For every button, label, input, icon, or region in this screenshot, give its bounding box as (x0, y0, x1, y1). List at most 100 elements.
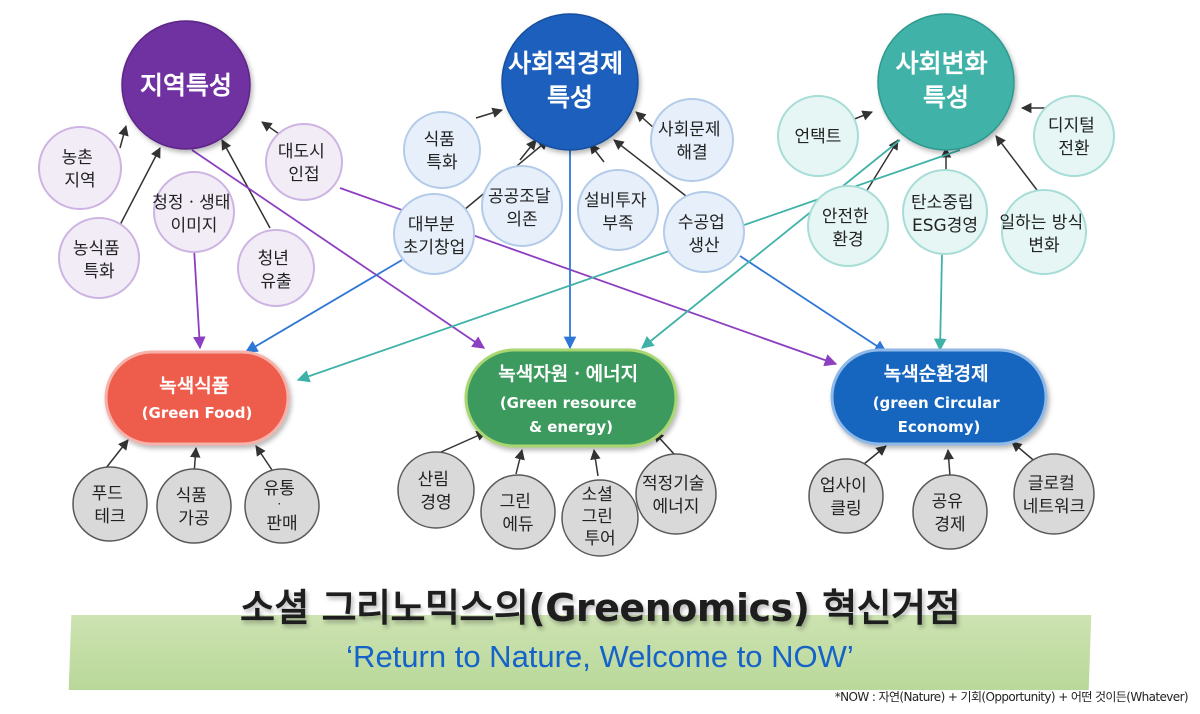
node-youth-outflow-line-2: 유출 (260, 272, 291, 292)
node-facility-investment: 설비투자 부족 (577, 169, 659, 251)
node-social-problem: 사회문제 해결 (650, 98, 734, 182)
node-food-specialty-line-1: 식품 (424, 130, 455, 150)
arrow-distrib-to-greenfood (255, 445, 273, 471)
outcome-food-processing-line-1: 식품 (176, 486, 207, 506)
pillar-green-food: 녹색식품 (Green Food) (104, 350, 290, 446)
arrow-foodtech-to-greenfood (105, 439, 129, 469)
outcome-upcycling-line-1: 업사이 (820, 476, 867, 496)
link-regional-to-greenresource (191, 149, 486, 349)
node-metro-adjacent-line-2: 인접 (288, 165, 319, 185)
node-safe-env: 안전한 환경 (807, 185, 889, 267)
svg-text:업사이 클링: 업사이 클링 (820, 476, 872, 519)
svg-text:식품 특화: 식품 특화 (424, 130, 461, 173)
node-metro-adjacent: 대도시 인접 (265, 123, 343, 201)
arrow-sharing-to-circular (943, 448, 954, 477)
node-digital: 디지털 전환 (1033, 95, 1115, 177)
link-handcraft-to-circular (739, 255, 888, 353)
svg-text:사회적경제 특성: 사회적경제 특성 (508, 49, 632, 112)
arrow-edu-to-greenresource (514, 448, 525, 475)
outcome-glocal-network-line-1: 글로컬 (1028, 474, 1075, 494)
pillar-green-resource-line-3: & energy) (529, 418, 613, 436)
node-untact-line-1: 언택트 (795, 127, 842, 147)
outcome-appropriate-tech-line-1: 적정기술 (642, 474, 705, 494)
node-agri-specialty: 농식품 특화 (58, 217, 140, 299)
svg-text:수공업 생산: 수공업 생산 (678, 213, 730, 256)
svg-text:대도시 인접: 대도시 인접 (278, 142, 330, 185)
node-public-procurement-line-1: 공공조달 (488, 187, 551, 207)
arrow-procurement-to-soceco (519, 139, 537, 161)
svg-text:소셜 그린 투어: 소셜 그린 투어 (582, 485, 619, 549)
outcome-distribution-sales-line-3: 판매 (266, 514, 297, 534)
pillar-green-food-line-1: 녹색식품 (159, 375, 229, 397)
hub-social-change-line-1: 사회변화 (896, 49, 988, 78)
hub-social-change: 사회변화 특성 (877, 13, 1015, 151)
svg-text:글로컬 네트워크: 글로컬 네트워크 (1023, 474, 1086, 517)
node-food-specialty: 식품 특화 (403, 111, 481, 189)
svg-text:대부분 초기창업: 대부분 초기창업 (403, 215, 466, 258)
outcome-food-tech: 푸드 테크 (72, 466, 148, 542)
svg-text:지역특성: 지역특성 (140, 71, 232, 100)
node-youth-outflow-line-1: 청년 (258, 249, 289, 269)
arrow-tour-to-greenresource (590, 448, 601, 477)
node-social-problem-line-1: 사회문제 (658, 120, 721, 140)
svg-text:청정ㆍ생태 이미지: 청정ㆍ생태 이미지 (152, 193, 236, 236)
node-work-style-line-2: 변화 (1028, 236, 1060, 256)
footnote: *NOW : 자연(Nature) + 기회(Opportunity) + 어떤… (834, 690, 1189, 704)
outcome-social-green-tour: 소셜 그린 투어 (561, 479, 639, 557)
outcome-food-processing-line-2: 가공 (178, 509, 209, 529)
pillar-green-resource-line-2: (Green resource (500, 394, 637, 412)
node-agri-specialty-line-2: 특화 (83, 262, 115, 282)
hub-regional: 지역특성 (121, 20, 251, 150)
arrow-food-spec-to-soceco (475, 107, 504, 119)
outcome-food-tech-line-1: 푸드 (92, 484, 123, 504)
node-digital-line-2: 전환 (1058, 139, 1089, 159)
arrow-youth-to-regional (221, 139, 271, 229)
node-youth-outflow: 청년 유출 (237, 229, 315, 307)
node-digital-line-1: 디지털 (1048, 116, 1095, 136)
svg-text:공유 경제: 공유 경제 (932, 492, 969, 535)
outcome-appropriate-tech-line-2: 에너지 (653, 497, 700, 517)
outcome-green-edu-line-2: 에듀 (502, 515, 533, 535)
node-early-startup: 대부분 초기창업 (393, 193, 475, 275)
svg-text:유통 · 판매: 유통 · 판매 (264, 479, 301, 534)
svg-text:설비투자 부족: 설비투자 부족 (584, 191, 652, 234)
node-public-procurement: 공공조달 의존 (481, 165, 563, 247)
hub-social-economy-line-2: 특성 (547, 83, 593, 112)
pillar-green-circular-line-1: 녹색순환경제 (884, 363, 989, 385)
banner-title: 소셜 그리노믹스의(Greenomics) 혁신거점 (239, 586, 961, 630)
node-agri-specialty-line-1: 농식품 (73, 239, 120, 259)
node-farm-village: 농촌 지역 (38, 126, 122, 210)
svg-text:식품 가공: 식품 가공 (176, 486, 213, 529)
node-safe-env-line-1: 안전한 (822, 207, 869, 227)
node-work-style-line-1: 일하는 방식 (999, 213, 1083, 233)
outcome-forest-mgmt-line-2: 경영 (420, 493, 451, 513)
link-regional-to-greenfood (193, 247, 206, 350)
banner-subtitle: ‘Return to Nature, Welcome to NOW’ (346, 639, 854, 674)
outcome-sharing-economy-line-1: 공유 (932, 492, 963, 512)
outcome-forest-mgmt-line-1: 산림 (418, 470, 449, 490)
link-socchg-to-greenresource (641, 139, 901, 349)
node-clean-eco-image: 청정ㆍ생태 이미지 (152, 171, 236, 253)
outcome-social-green-tour-line-1: 소셜 (582, 485, 613, 505)
node-farm-village-line-2: 지역 (64, 171, 95, 191)
outcome-distribution-sales-line-1: 유통 (264, 479, 295, 499)
arrow-agri-to-regional (119, 147, 161, 226)
svg-text:사회변화 특성: 사회변화 특성 (896, 49, 997, 112)
node-clean-eco-image-line-2: 이미지 (171, 216, 218, 236)
node-food-specialty-line-2: 특화 (426, 153, 458, 173)
pillar-green-resource-line-1: 녹색자원ㆍ에너지 (498, 363, 638, 385)
outcome-distribution-sales-line-2: · (277, 497, 281, 511)
hub-social-change-line-2: 특성 (923, 83, 969, 112)
outcome-social-green-tour-line-3: 투어 (584, 529, 615, 549)
arrow-work-to-socchg (995, 135, 1041, 195)
svg-text:일하는 방식 변화: 일하는 방식 변화 (999, 213, 1088, 256)
outcome-distribution-sales: 유통 · 판매 (244, 468, 320, 544)
arrow-upcycling-to-circular (863, 445, 887, 465)
pillar-green-circular-line-2: (green Circular (873, 394, 1001, 412)
svg-text:산림 경영: 산림 경영 (418, 470, 455, 513)
hub-social-economy-line-1: 사회적경제 (508, 49, 623, 78)
arrow-farm-to-regional (118, 124, 129, 149)
link-startup-to-greenfood (244, 259, 403, 353)
node-early-startup-line-2: 초기창업 (403, 238, 466, 258)
